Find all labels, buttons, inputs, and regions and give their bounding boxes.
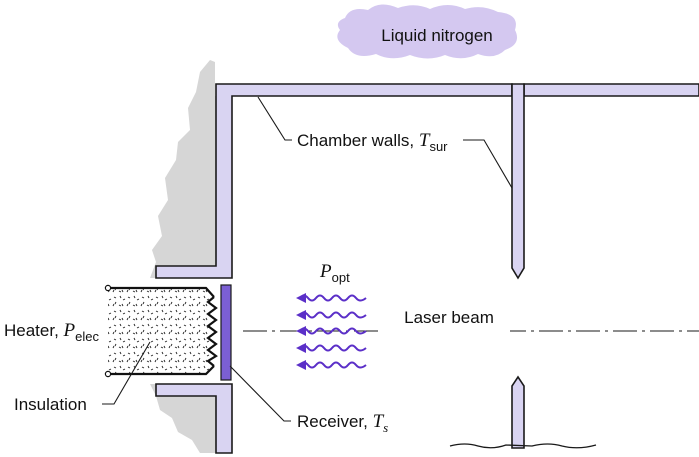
wave-2 — [299, 311, 367, 319]
heater-casing — [108, 286, 215, 376]
receiver-leader-line — [229, 365, 291, 422]
chamber-baffle-upper — [511, 83, 525, 280]
wave-3 — [299, 327, 367, 335]
wave-4 — [299, 344, 367, 352]
heater-label: Heater, Pelec — [4, 320, 100, 344]
optical-power-label: Popt — [319, 261, 350, 285]
wave-1 — [299, 294, 367, 302]
insulation-leader-line — [102, 341, 151, 405]
walls-leader-line-right — [463, 139, 513, 189]
laser-label-gap — [378, 318, 510, 344]
insulation-label: Insulation — [14, 395, 87, 414]
chamber-walls-label: Chamber walls, Tsur — [297, 130, 448, 154]
receiver-plate — [220, 284, 232, 381]
laser-beam-label: Laser beam — [404, 308, 494, 327]
broken-edge-line — [449, 443, 597, 449]
frost-region-lower — [150, 384, 232, 453]
optical-radiation-waves — [299, 294, 367, 369]
walls-leader-line-left — [257, 96, 292, 141]
heater-element — [206, 296, 218, 367]
liquid-nitrogen-cloud — [337, 4, 518, 59]
chamber-baffle-lower — [511, 375, 525, 449]
frost-region-upper — [150, 60, 232, 278]
heater-terminal-bottom — [104, 370, 112, 378]
insulation-block — [108, 288, 210, 374]
receiver-label: Receiver, Ts — [297, 411, 388, 435]
wave-5 — [299, 361, 367, 369]
liquid-nitrogen-label: Liquid nitrogen — [381, 26, 493, 45]
chamber-wall-bottom-left — [155, 383, 233, 454]
heater-terminal-top — [104, 284, 112, 292]
optical-radiation-arrowheads — [296, 293, 306, 370]
chamber-wall-top-right — [523, 83, 699, 97]
